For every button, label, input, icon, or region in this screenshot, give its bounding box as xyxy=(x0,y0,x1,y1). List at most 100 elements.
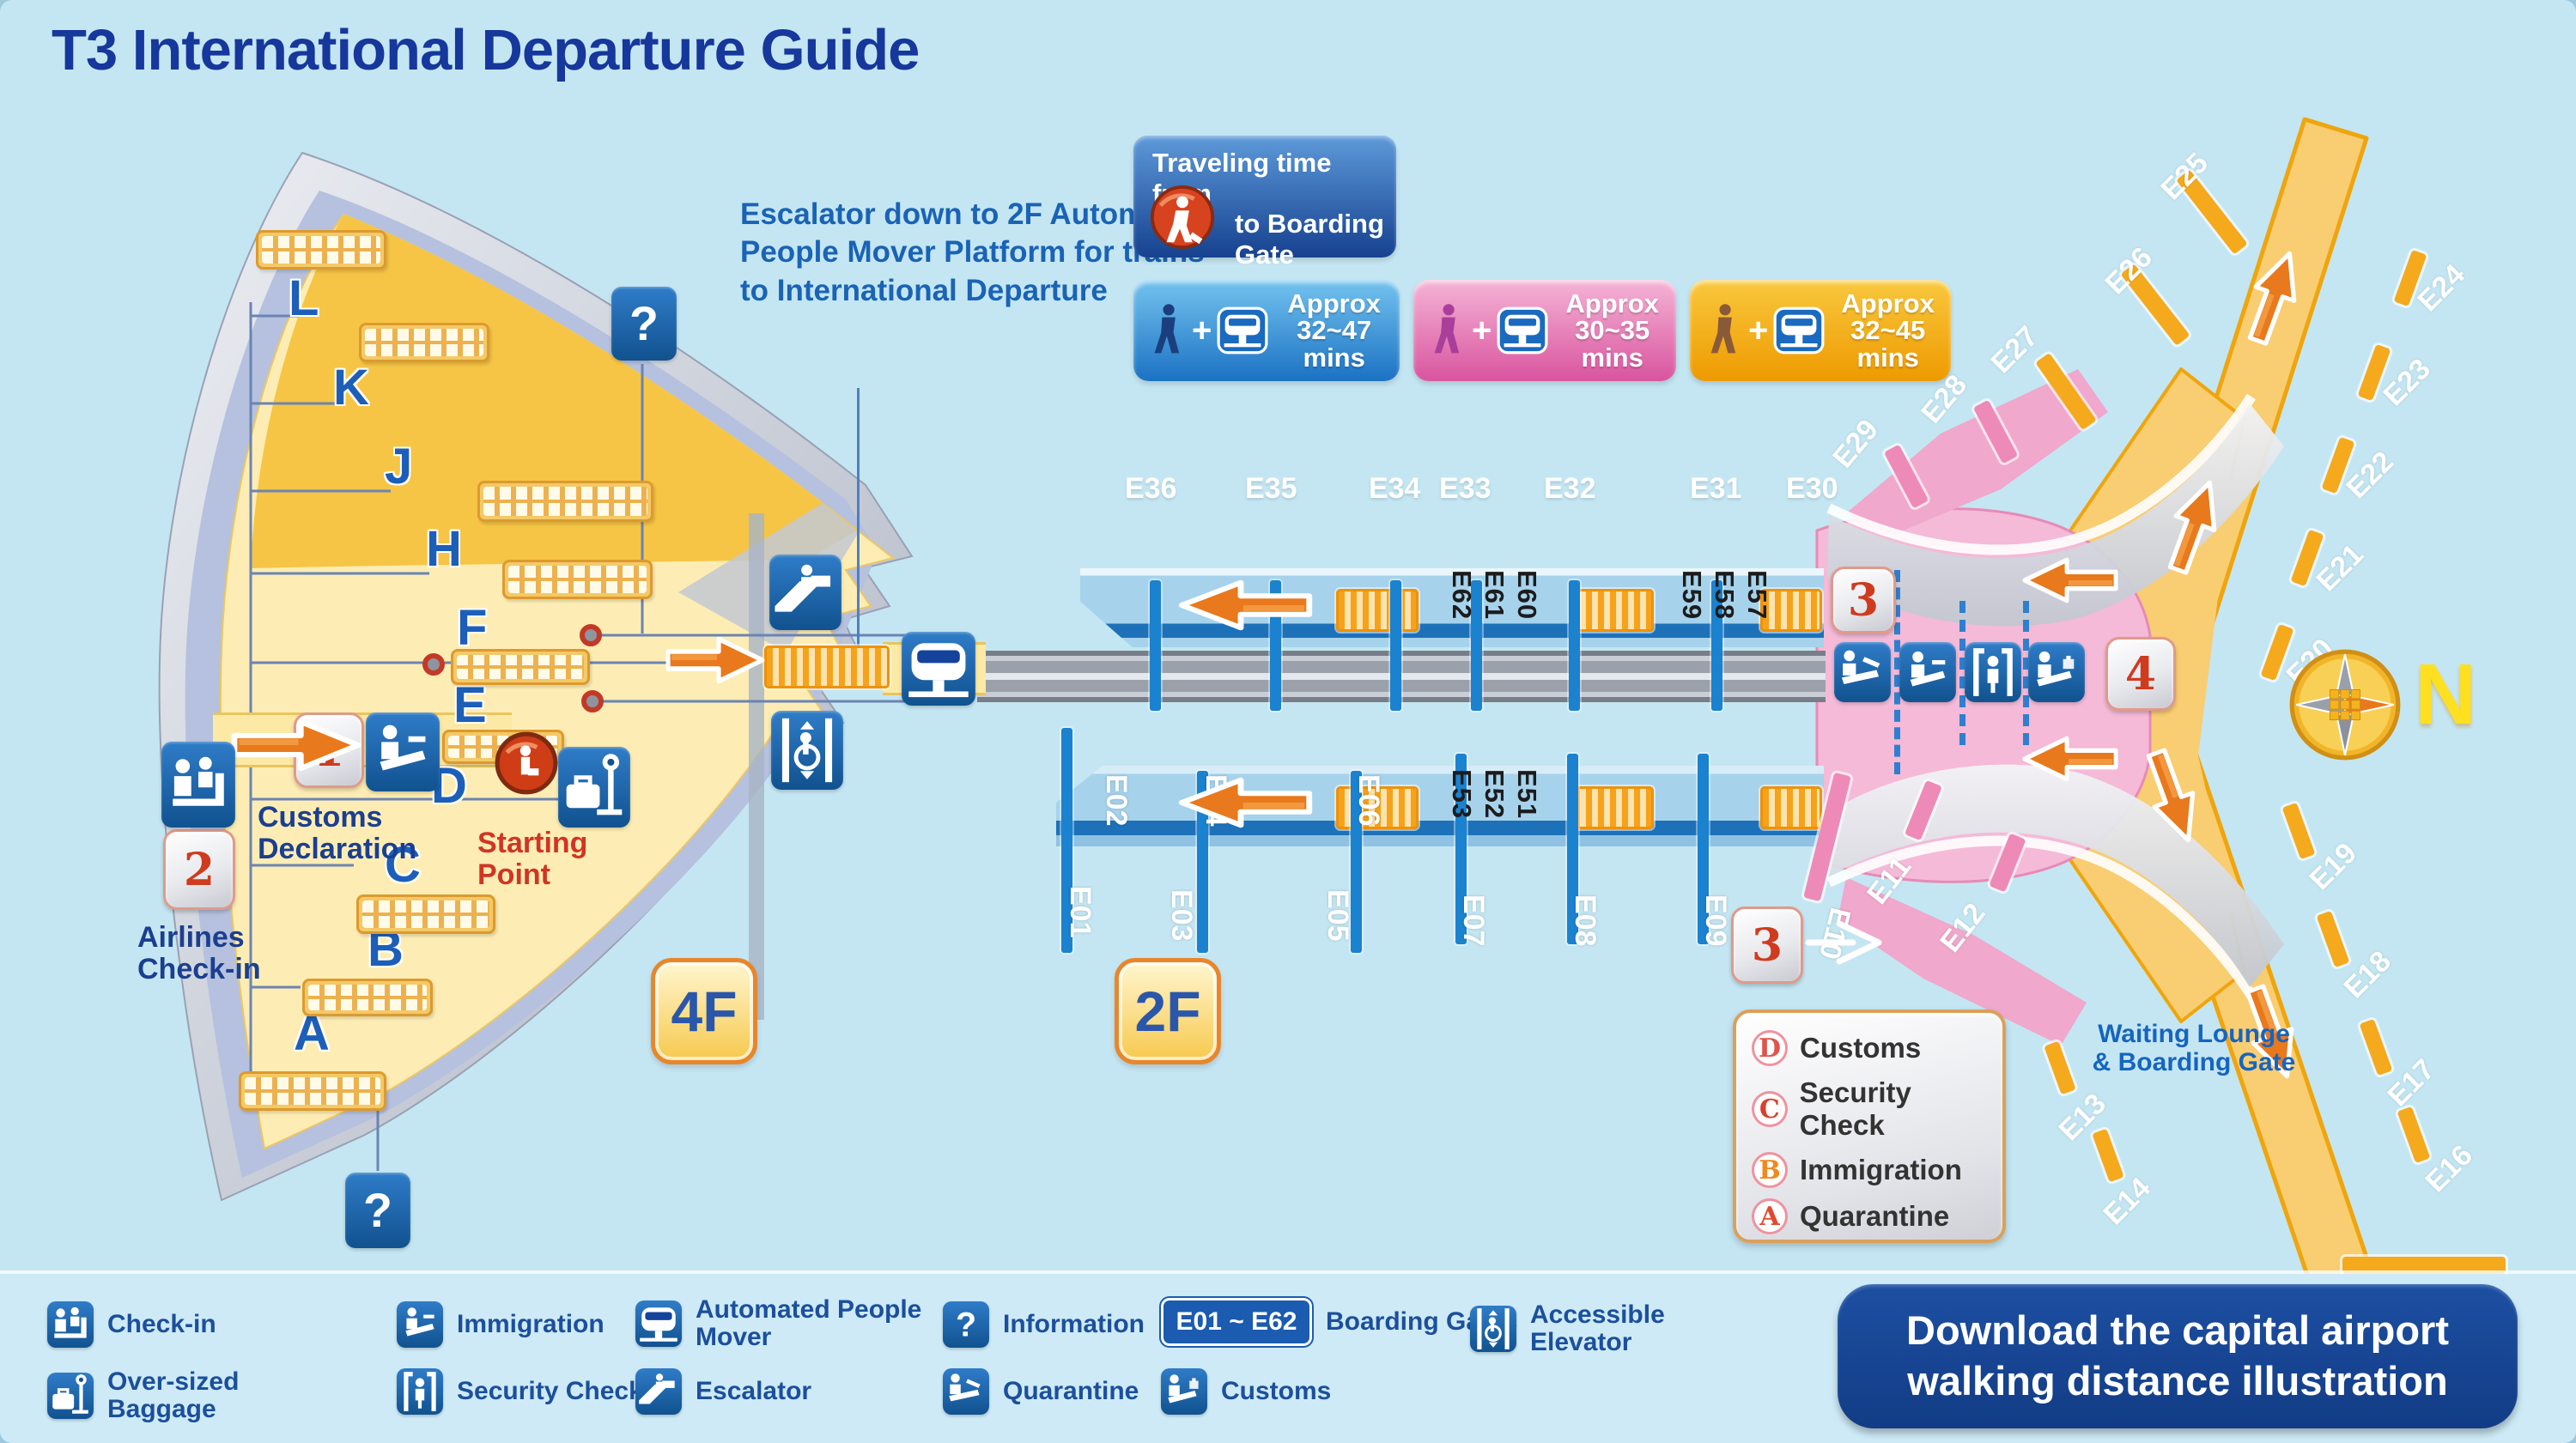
gate-label: E31 xyxy=(1690,472,1742,505)
download-button[interactable]: Download the capital airport walking dis… xyxy=(1838,1284,2518,1428)
legend-label: Security Check xyxy=(457,1377,643,1406)
process-legend-row: B Immigration xyxy=(1752,1152,2002,1188)
immigration-icon xyxy=(1899,642,1956,702)
train-icon xyxy=(1217,306,1268,355)
legend-label: Automated People Mover xyxy=(696,1295,922,1351)
legend-item: Automated People Mover xyxy=(635,1296,927,1350)
moving-walkway-n3 xyxy=(1760,589,1822,632)
direction-arrow xyxy=(2154,470,2234,583)
legend-label: Information xyxy=(1003,1310,1145,1339)
legend-icon: ? xyxy=(943,1301,989,1348)
moving-walkway-center xyxy=(764,646,890,688)
checkin-zone-letter: C xyxy=(385,837,421,893)
gate-label: E08 xyxy=(1569,894,1601,947)
process-step-letter: D xyxy=(1752,1030,1788,1066)
legend-item: Escalator xyxy=(635,1368,927,1415)
travel-time-header-badge: Traveling time from to Boarding Gate xyxy=(1133,136,1396,270)
gate-label: E30 xyxy=(1786,472,1838,505)
train-icon xyxy=(1773,306,1825,355)
plus-sign: + xyxy=(1748,311,1769,349)
information-icon: ? xyxy=(611,287,677,361)
checkin-counter-row xyxy=(359,323,489,362)
checkin-zone-letter: E xyxy=(453,677,487,733)
gate-label: E61 xyxy=(1479,570,1510,621)
gate-tick xyxy=(1455,754,1467,944)
starting-point-icon xyxy=(493,730,560,797)
legend-label: Accessible Elevator xyxy=(1530,1301,1665,1356)
gate-label: E32 xyxy=(1544,472,1596,505)
process-step-letter: A xyxy=(1752,1198,1788,1234)
process-legend-row: A Quarantine xyxy=(1752,1198,2002,1234)
legend-label: Escalator xyxy=(696,1377,812,1406)
moving-walkway-s3 xyxy=(1760,786,1822,829)
quarantine-icon xyxy=(1834,642,1891,702)
legend-icon xyxy=(397,1368,443,1415)
walking-person-icon xyxy=(1149,302,1187,359)
escalator-icon xyxy=(769,555,841,630)
gate-label: E60 xyxy=(1512,570,1542,621)
gate-label: E09 xyxy=(1699,894,1732,947)
direction-arrow xyxy=(2233,240,2314,354)
gate-label: E51 xyxy=(1512,769,1542,820)
checkin-zone-letter: H xyxy=(426,521,462,577)
process-step-label: Quarantine xyxy=(1800,1200,1950,1232)
gate-label: E34 xyxy=(1369,472,1421,505)
checkin-counter-row xyxy=(477,481,653,522)
customs-icon xyxy=(2028,642,2085,702)
process-step-letter: C xyxy=(1752,1091,1788,1127)
process-step-label: Immigration xyxy=(1800,1154,1962,1185)
information-icon: ? xyxy=(345,1173,410,1248)
gate-label: E02 xyxy=(1100,774,1133,827)
page-title: T3 International Departure Guide xyxy=(52,18,920,82)
gate-label: E33 xyxy=(1439,472,1492,505)
pointer-arrow xyxy=(1805,919,1887,967)
accessible-elevator-icon xyxy=(771,711,843,790)
gate-label: E07 xyxy=(1457,894,1490,947)
direction-arrow xyxy=(1175,579,1316,632)
train-icon xyxy=(1497,306,1548,355)
legend-icon xyxy=(1161,1368,1207,1415)
moving-walkway-n1 xyxy=(1336,589,1419,632)
apm-track xyxy=(977,651,1826,702)
legend-icon: E01 ~ E62 xyxy=(1161,1298,1312,1346)
immigration-icon xyxy=(366,712,440,791)
legend-label: Customs xyxy=(1221,1377,1332,1406)
checkin-counter-row xyxy=(356,894,495,934)
gate-tick xyxy=(1150,580,1161,711)
direction-arrow xyxy=(2020,735,2121,783)
direction-arrow xyxy=(2020,556,2121,604)
checkin-zone-letter: L xyxy=(289,270,319,326)
step-number-badge: 2 xyxy=(163,829,235,910)
gate-tick xyxy=(1061,728,1072,953)
checkin-zone-letter: J xyxy=(385,439,413,494)
gate-label: E52 xyxy=(1479,769,1510,820)
airlines-checkin-label: Airlines Check-in xyxy=(137,921,261,985)
process-step-label: Security Check xyxy=(1799,1076,1911,1141)
moving-walkway-n2 xyxy=(1571,589,1654,632)
checkin-zone-letter: K xyxy=(333,360,369,415)
legend-icon xyxy=(1470,1305,1516,1352)
legend-item: Over-sized Baggage xyxy=(47,1368,339,1422)
reference-dots xyxy=(422,624,604,712)
legend-label: Over-sized Baggage xyxy=(107,1367,240,1423)
gate-label: E01 xyxy=(1064,886,1097,938)
gate-label: E53 xyxy=(1447,769,1477,820)
gate-stub xyxy=(2342,1257,2506,1274)
oversized-baggage-icon xyxy=(558,747,630,828)
travel-header-line3: Gate xyxy=(1235,239,1294,270)
legend-item: ? Information xyxy=(943,1301,1235,1348)
svg-text:?: ? xyxy=(629,297,659,350)
direction-arrow xyxy=(1175,776,1316,829)
gate-label: E06 xyxy=(1352,774,1385,827)
legend-item: Quarantine xyxy=(943,1368,1235,1415)
process-legend-box: D Customs C Security Check B Immigration… xyxy=(1733,1009,2006,1243)
checkin-zone-letter: F xyxy=(457,600,488,656)
direction-arrow xyxy=(228,718,365,773)
gate-tick xyxy=(1197,771,1208,953)
process-step-letter: B xyxy=(1752,1152,1788,1188)
